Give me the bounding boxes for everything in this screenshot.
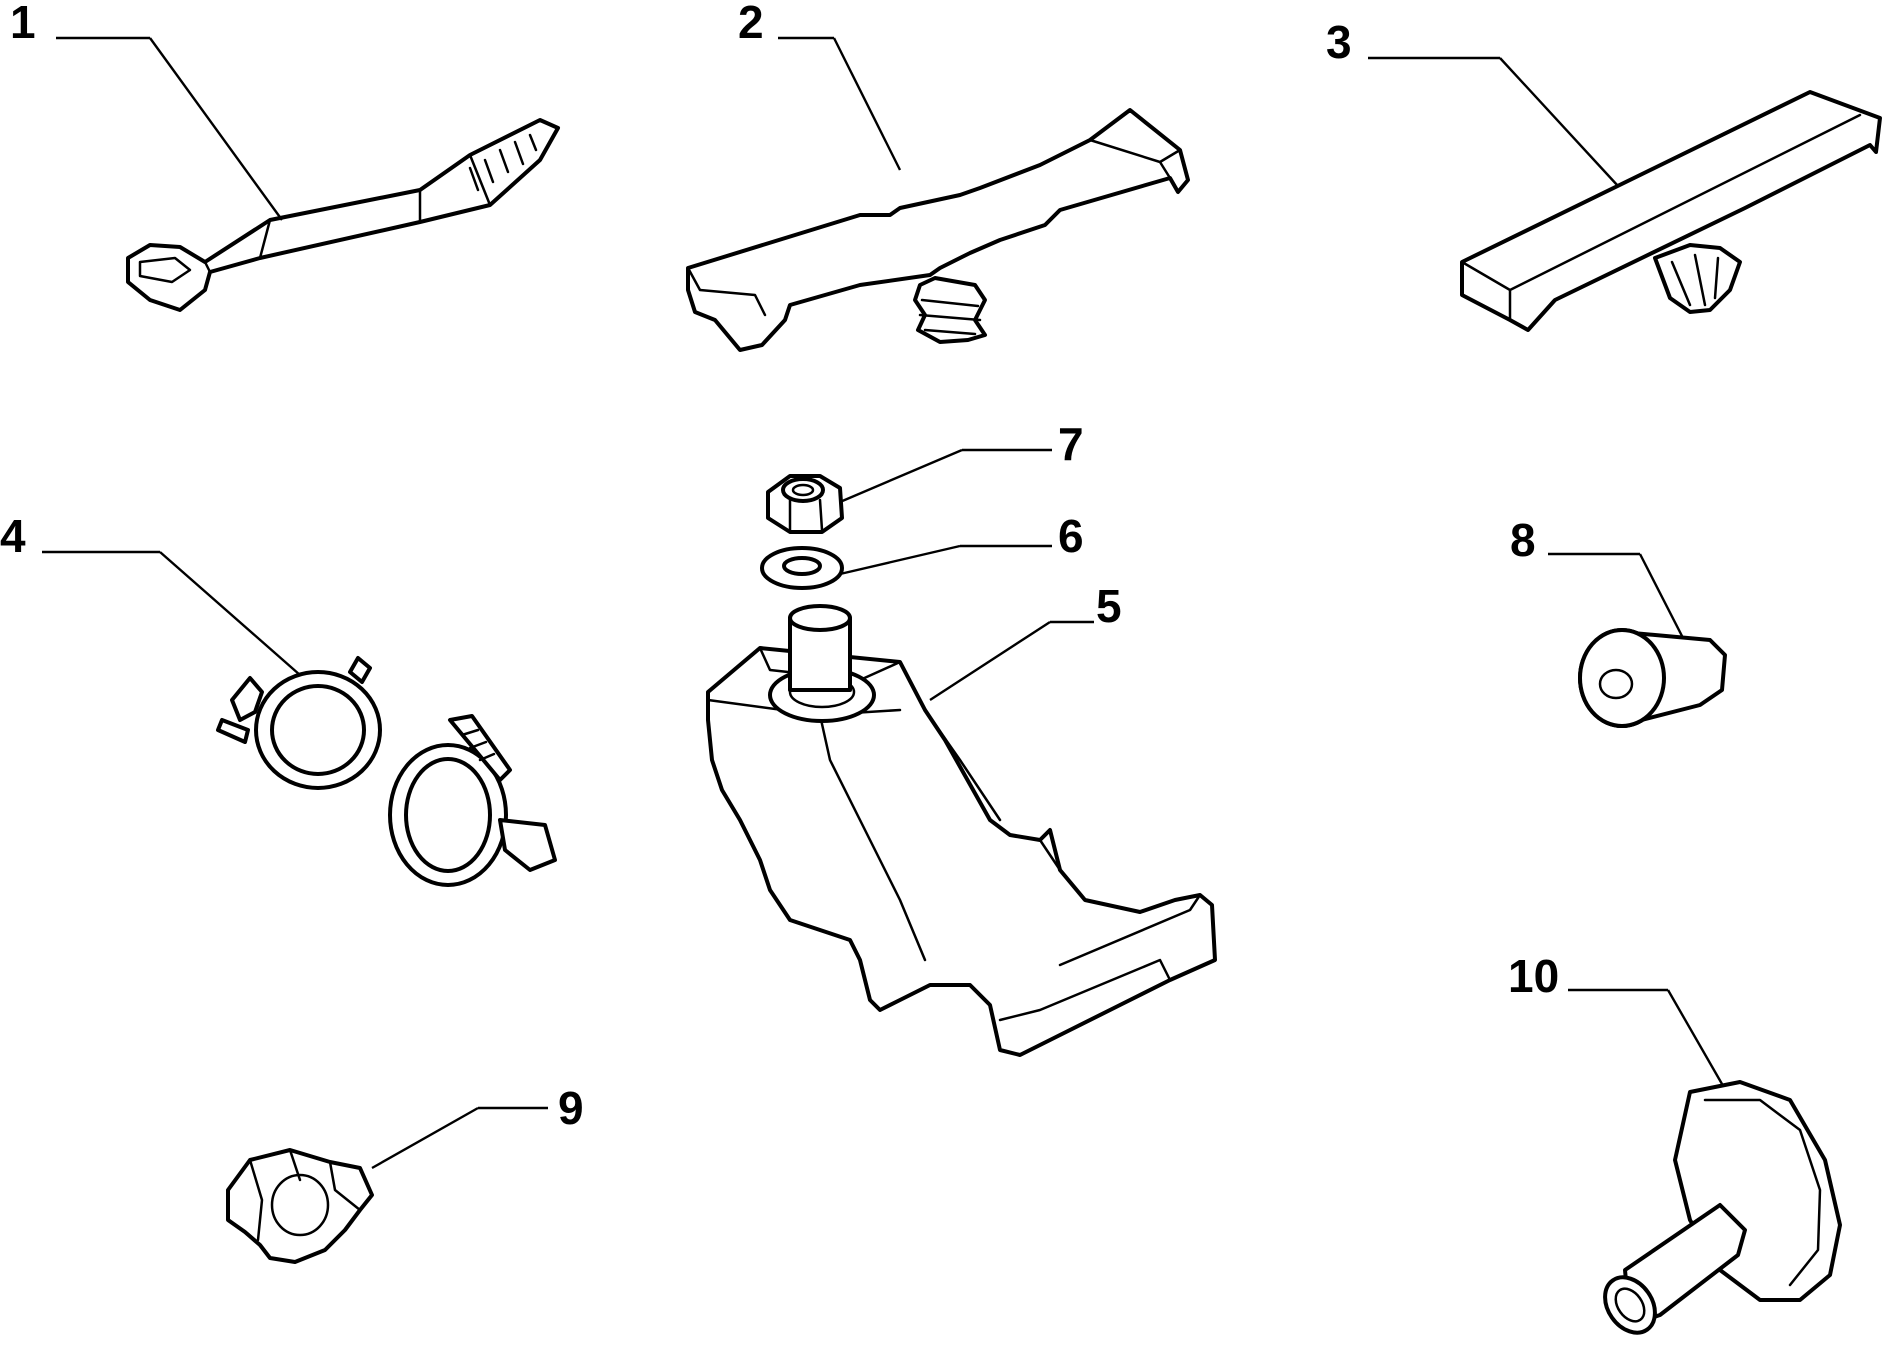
callout-number-8: 8 xyxy=(1510,514,1536,566)
part-4-double-hose-clamp: 4 xyxy=(0,510,557,887)
callout-number-9: 9 xyxy=(558,1082,584,1134)
part-9-single-pipe-clip: 9 xyxy=(226,1082,584,1264)
part-10-grommet-with-tube: 10 xyxy=(1508,950,1842,1335)
part-3-narrow-push-clip: 3 xyxy=(1326,16,1882,332)
callout-number-3: 3 xyxy=(1326,16,1352,68)
part-7-nut: 7 xyxy=(766,418,1084,534)
part-1-cable-tie: 1 xyxy=(10,0,560,312)
callout-number-4: 4 xyxy=(0,510,26,562)
callout-number-6: 6 xyxy=(1058,510,1084,562)
part-6-washer: 6 xyxy=(760,510,1084,590)
callout-number-5: 5 xyxy=(1096,580,1122,632)
callout-number-7: 7 xyxy=(1058,418,1084,470)
callout-number-1: 1 xyxy=(10,0,36,48)
part-8-rubber-plug: 8 xyxy=(1510,514,1727,728)
callout-number-2: 2 xyxy=(738,0,764,48)
callout-number-10: 10 xyxy=(1508,950,1559,1002)
part-2-wide-push-clip: 2 xyxy=(686,0,1190,352)
part-5-pipe-support-bracket: 5 xyxy=(706,580,1217,1057)
